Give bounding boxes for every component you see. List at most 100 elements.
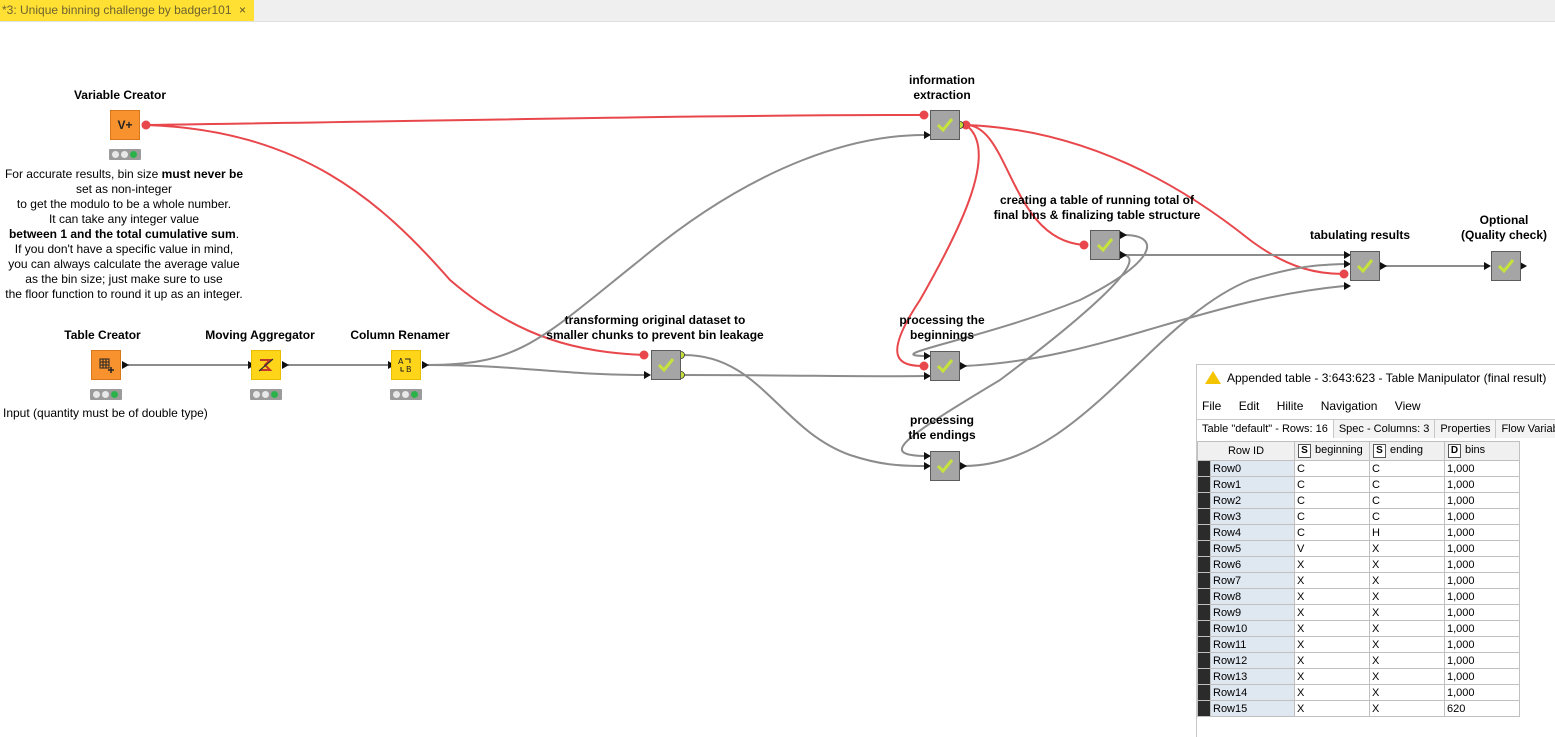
row-id-cell[interactable]: Row2 bbox=[1210, 492, 1295, 509]
menu-navigation[interactable]: Navigation bbox=[1320, 399, 1378, 413]
close-tab-icon[interactable]: × bbox=[238, 3, 246, 17]
bins-cell[interactable]: 1,000 bbox=[1444, 524, 1520, 541]
beginning-cell[interactable]: X bbox=[1294, 572, 1370, 589]
row-id-cell[interactable]: Row14 bbox=[1210, 684, 1295, 701]
processing-endings-node[interactable] bbox=[930, 451, 960, 481]
beginning-cell[interactable]: C bbox=[1294, 460, 1370, 477]
bins-cell[interactable]: 1,000 bbox=[1444, 684, 1520, 701]
optional-quality-check-node[interactable] bbox=[1491, 251, 1521, 281]
ending-cell[interactable]: C bbox=[1369, 492, 1445, 509]
row-id-cell[interactable]: Row11 bbox=[1210, 636, 1295, 653]
workflow-tab[interactable]: *3: Unique binning challenge by badger10… bbox=[0, 0, 254, 21]
tab-table-default[interactable]: Table "default" - Rows: 16 bbox=[1197, 419, 1334, 438]
transforming-component-node[interactable] bbox=[651, 350, 681, 380]
row-id-cell[interactable]: Row4 bbox=[1210, 524, 1295, 541]
tab-properties[interactable]: Properties bbox=[1435, 419, 1497, 438]
bins-cell[interactable]: 1,000 bbox=[1444, 636, 1520, 653]
beginning-cell[interactable]: X bbox=[1294, 700, 1370, 717]
tab-spec[interactable]: Spec - Columns: 3 bbox=[1333, 419, 1436, 438]
beginning-cell[interactable]: X bbox=[1294, 604, 1370, 621]
beginning-cell[interactable]: V bbox=[1294, 540, 1370, 557]
bins-cell[interactable]: 1,000 bbox=[1444, 460, 1520, 477]
row-id-cell[interactable]: Row6 bbox=[1210, 556, 1295, 573]
column-renamer-node[interactable]: A B bbox=[391, 350, 421, 380]
menu-view[interactable]: View bbox=[1394, 399, 1421, 413]
ending-cell[interactable]: X bbox=[1369, 604, 1445, 621]
processing-beginnings-node[interactable] bbox=[930, 351, 960, 381]
menu-edit[interactable]: Edit bbox=[1238, 399, 1260, 413]
row-id-cell[interactable]: Row10 bbox=[1210, 620, 1295, 637]
ending-cell[interactable]: C bbox=[1369, 508, 1445, 525]
beginning-cell[interactable]: X bbox=[1294, 588, 1370, 605]
beginning-cell[interactable]: X bbox=[1294, 620, 1370, 637]
bins-cell[interactable]: 1,000 bbox=[1444, 652, 1520, 669]
menu-hilite[interactable]: Hilite bbox=[1276, 399, 1304, 413]
ending-cell[interactable]: X bbox=[1369, 700, 1445, 717]
tabulating-results-node[interactable] bbox=[1350, 251, 1380, 281]
bins-cell[interactable]: 620 bbox=[1444, 700, 1520, 717]
variable-creator-node[interactable]: V+ bbox=[110, 110, 140, 140]
ending-cell[interactable]: C bbox=[1369, 476, 1445, 493]
beginning-cell[interactable]: X bbox=[1294, 636, 1370, 653]
row-id-cell[interactable]: Row5 bbox=[1210, 540, 1295, 557]
bins-cell[interactable]: 1,000 bbox=[1444, 556, 1520, 573]
row-id-cell[interactable]: Row12 bbox=[1210, 652, 1295, 669]
moving-aggregator-node[interactable] bbox=[251, 350, 281, 380]
beginning-cell[interactable]: X bbox=[1294, 668, 1370, 685]
ending-cell[interactable]: C bbox=[1369, 460, 1445, 477]
menu-file[interactable]: File bbox=[1202, 399, 1222, 413]
ending-cell[interactable]: X bbox=[1369, 636, 1445, 653]
ending-cell[interactable]: X bbox=[1369, 588, 1445, 605]
beginning-cell[interactable]: C bbox=[1294, 476, 1370, 493]
row-id-cell[interactable]: Row0 bbox=[1210, 460, 1295, 477]
ending-cell[interactable]: X bbox=[1369, 684, 1445, 701]
ending-cell[interactable]: X bbox=[1369, 572, 1445, 589]
beginning-cell[interactable]: C bbox=[1294, 508, 1370, 525]
row-id-cell[interactable]: Row15 bbox=[1210, 700, 1295, 717]
ending-cell[interactable]: H bbox=[1369, 524, 1445, 541]
row-id-cell[interactable]: Row13 bbox=[1210, 668, 1295, 685]
ending-cell[interactable]: X bbox=[1369, 540, 1445, 557]
table-creator-node[interactable] bbox=[91, 350, 121, 380]
bins-cell[interactable]: 1,000 bbox=[1444, 620, 1520, 637]
beginning-cell[interactable]: C bbox=[1294, 524, 1370, 541]
column-header-rowid[interactable]: Row ID bbox=[1197, 441, 1295, 461]
beginning-cell[interactable]: X bbox=[1294, 652, 1370, 669]
bins-cell[interactable]: 1,000 bbox=[1444, 572, 1520, 589]
beginning-cell[interactable]: X bbox=[1294, 684, 1370, 701]
bins-cell[interactable]: 1,000 bbox=[1444, 588, 1520, 605]
row-id-cell[interactable]: Row9 bbox=[1210, 604, 1295, 621]
row-id-cell[interactable]: Row8 bbox=[1210, 588, 1295, 605]
row-id-cell[interactable]: Row7 bbox=[1210, 572, 1295, 589]
running-total-node[interactable] bbox=[1090, 230, 1120, 260]
beginning-cell[interactable]: C bbox=[1294, 492, 1370, 509]
ending-cell[interactable]: X bbox=[1369, 620, 1445, 637]
beginning-cell[interactable]: X bbox=[1294, 556, 1370, 573]
bins-cell[interactable]: 1,000 bbox=[1444, 508, 1520, 525]
row-id-cell[interactable]: Row3 bbox=[1210, 508, 1295, 525]
bins-cell[interactable]: 1,000 bbox=[1444, 492, 1520, 509]
information-extraction-node[interactable] bbox=[930, 110, 960, 140]
bins-cell[interactable]: 1,000 bbox=[1444, 476, 1520, 493]
bins-cell[interactable]: 1,000 bbox=[1444, 540, 1520, 557]
ending-cell[interactable]: X bbox=[1369, 668, 1445, 685]
bins-cell[interactable]: 1,000 bbox=[1444, 604, 1520, 621]
